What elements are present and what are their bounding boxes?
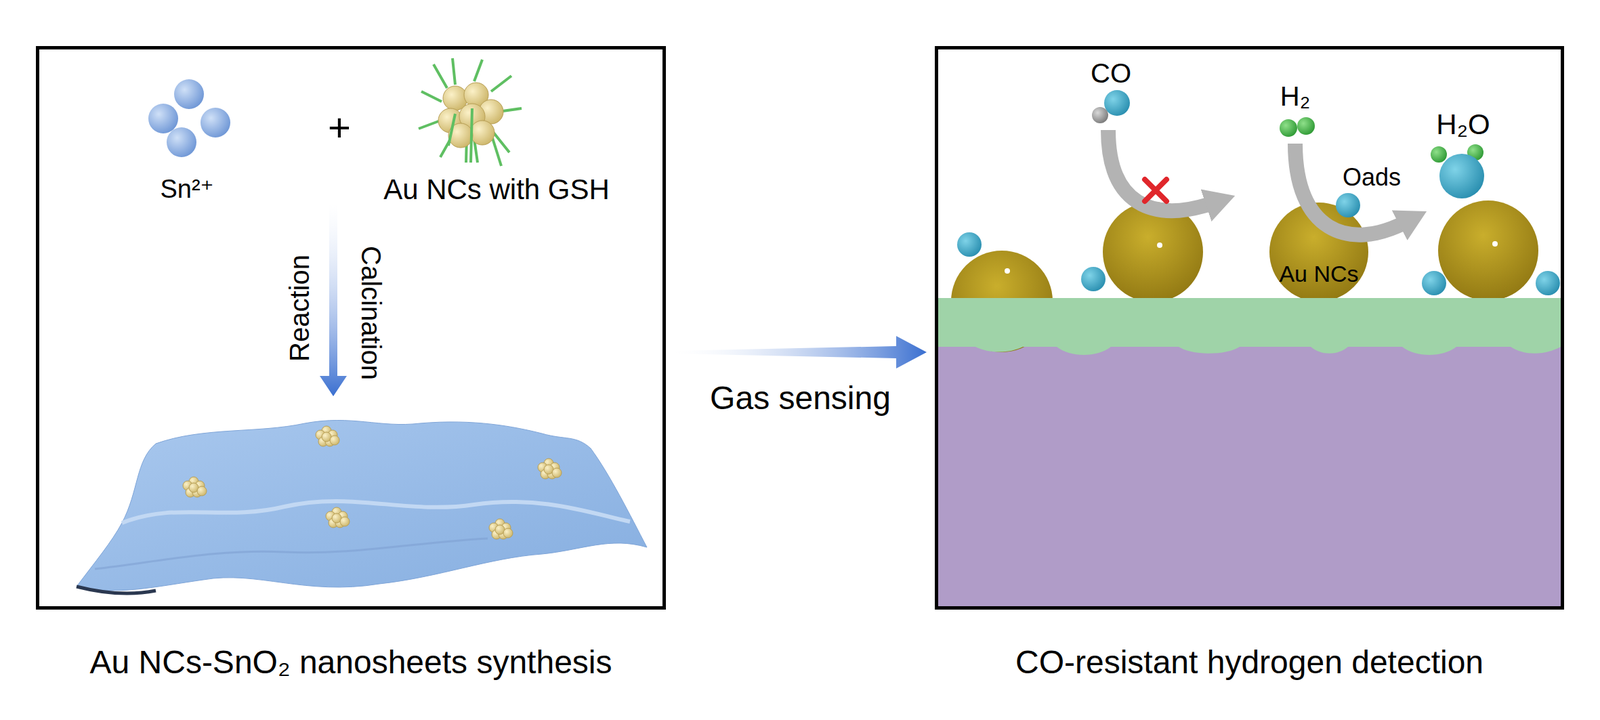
au-atom — [503, 528, 513, 538]
ion — [200, 107, 231, 138]
ion — [148, 103, 179, 134]
reaction-arrow — [1295, 143, 1406, 236]
au-atom — [197, 486, 207, 496]
cluster-label: Au NCs with GSH — [383, 174, 610, 206]
au-atom — [340, 516, 350, 527]
flow-arrow — [674, 335, 927, 369]
h2-molecule — [1279, 117, 1315, 137]
panel-caption: CO-resistant hydrogen detection — [1015, 643, 1484, 681]
particle-label: Au NCs — [1278, 261, 1359, 287]
species-label: Oads — [1342, 163, 1401, 192]
sno2-nanosheet — [76, 419, 647, 591]
sheet-au-clusters — [182, 426, 562, 540]
h2o-molecule — [1430, 144, 1485, 199]
au-cluster-gsh — [418, 58, 522, 166]
ion-label: Sn²⁺ — [159, 175, 214, 204]
ion — [174, 79, 204, 110]
ion — [166, 127, 197, 158]
sheet-wave — [121, 501, 630, 523]
gas-label: H₂ — [1280, 81, 1311, 112]
step-label: Reaction — [284, 254, 315, 362]
ligand — [418, 58, 522, 166]
sn-ions — [148, 79, 231, 158]
sheet-wave — [94, 538, 488, 570]
au-atom — [552, 468, 562, 478]
blocked-cross — [1144, 179, 1167, 202]
interface-layer — [938, 298, 1561, 355]
gas-label: CO — [1090, 58, 1132, 89]
ligand — [448, 108, 473, 163]
au-atom — [329, 435, 340, 446]
substrate — [938, 342, 1561, 607]
blocked-path-arrow — [1108, 130, 1213, 211]
sheet-edge — [76, 586, 156, 594]
step-label: Calcination — [356, 245, 387, 381]
plus-sign: + — [327, 105, 351, 150]
edge-label: Gas sensing — [709, 380, 891, 417]
oxygen-ads — [957, 193, 1561, 296]
process-arrow — [319, 203, 347, 397]
panel-caption: Au NCs-SnO₂ nanosheets synthesis — [90, 643, 613, 681]
panel-box: Au NCs-SnO₂ nanosheets synthesis — [35, 46, 666, 610]
gas-label: H₂O — [1436, 109, 1490, 141]
co-molecule — [1091, 90, 1130, 124]
